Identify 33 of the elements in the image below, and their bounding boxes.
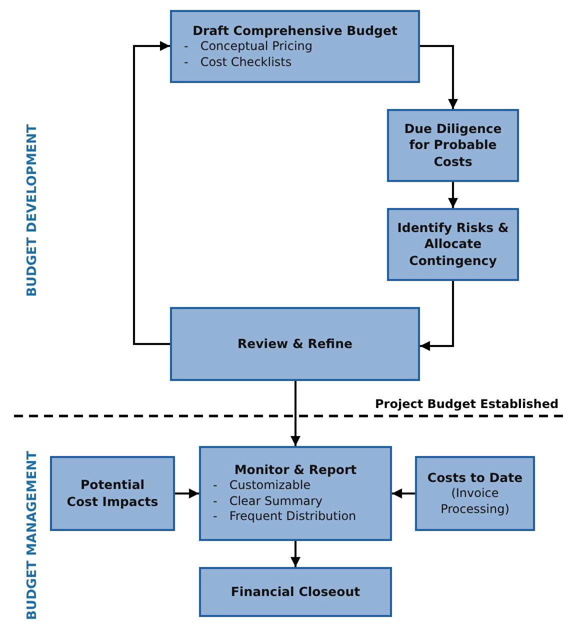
box-title: Monitor & Report [234,462,357,478]
section-label: BUDGET MANAGEMENT [24,450,40,620]
process-box [199,567,392,617]
box-title: Review & Refine [238,336,352,352]
box-title: Due Diligence for Probable Costs [403,121,503,170]
arrow [290,381,300,446]
arrow [420,45,458,109]
box-title: Financial Closeout [230,584,360,600]
box-text: - Frequent Distribution [212,509,356,526]
process-box [199,446,392,541]
milestone-label: Project Budget Established [375,397,559,411]
process-box [387,109,519,182]
box-title: Costs to Date [427,470,523,486]
arrow [133,41,170,345]
arrow [175,488,199,498]
box-text: - Conceptual Pricing [183,39,313,55]
arrow [290,541,300,567]
arrow [448,182,458,208]
process-box [387,208,519,281]
box-text: (Invoice Processing) [440,486,510,518]
process-box [170,10,420,83]
box-title: Identify Risks & Allocate Contingency [396,220,510,269]
box-text: - Cost Checklists [183,54,292,70]
box-title: Draft Comprehensive Budget [192,22,398,40]
arrow [420,281,454,351]
process-box [170,307,420,381]
box-title: Potential Cost Impacts [66,477,160,510]
box-text: - Customizable [212,478,311,494]
section-label: BUDGET DEVELOPMENT [24,124,40,296]
arrow [392,488,415,498]
process-box [415,456,535,531]
process-box [50,456,175,531]
box-text: - Clear Summary [212,494,323,510]
